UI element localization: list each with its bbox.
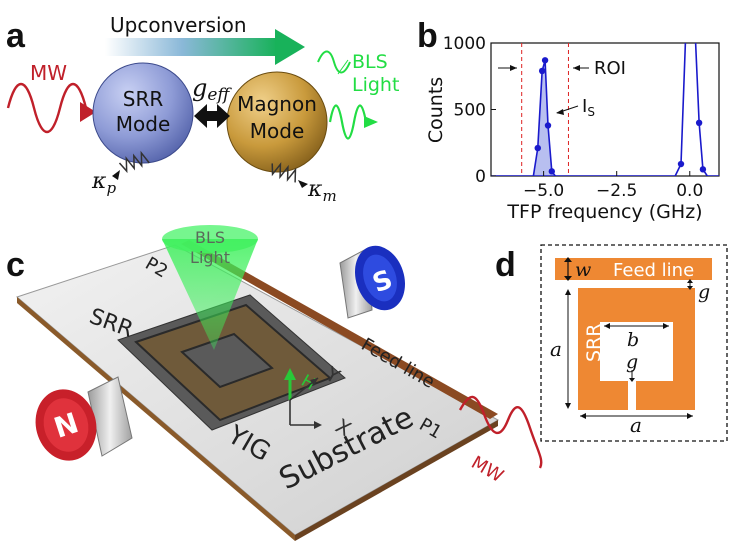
y-axis-label: Counts: [425, 77, 447, 143]
schematic-feed-line-label: Feed line: [613, 260, 694, 281]
panel-label-a: a: [6, 17, 26, 55]
kappa-p-squiggle: [118, 150, 150, 174]
kappa-m-label: κm: [307, 177, 337, 205]
y-tick-label-0: 0: [475, 167, 486, 187]
g-gap-label: g: [626, 351, 638, 373]
series-0-point-2: [541, 57, 549, 64]
schematic-srr-label: SRR: [583, 324, 605, 362]
x-tick-label-2: 0.0: [676, 181, 703, 201]
bls-label-line2: Light: [352, 74, 399, 96]
series-0-point-1: [538, 67, 546, 75]
schematic-srr: [578, 288, 695, 410]
series-2-line: [694, 43, 719, 176]
panel-d: d Feed line w SRR g b g a: [495, 244, 728, 442]
magnet-north: N: [35, 376, 133, 461]
schematic-feed-line: [555, 258, 712, 280]
roi-label: ROI: [594, 58, 626, 79]
x-tick-label-1: −2.5: [596, 181, 637, 201]
kappa-p-label: κp: [91, 169, 116, 197]
is-label: IS: [582, 96, 595, 119]
bls-wave-top: [317, 50, 351, 74]
mw-wave-c: [458, 395, 543, 469]
bls-arrow-head: [364, 116, 378, 128]
magnon-mode-line1: Magnon: [237, 92, 317, 116]
magnon-mode-sphere: [226, 71, 328, 173]
w-label: w: [575, 259, 591, 281]
bls-cone-label-line1: BLS: [195, 228, 225, 247]
x-tick-label-0: −5.0: [523, 181, 564, 201]
bls-wave-right: [328, 104, 368, 140]
panel-a: a Upconversion MW SRR Mode Magnon Mode g…: [6, 13, 399, 205]
mw-arrow-head: [80, 102, 96, 122]
g-top-label: g: [698, 281, 710, 303]
coupling-double-arrow: [194, 104, 230, 128]
srr-mode-line1: SRR: [123, 87, 164, 111]
a-bottom-label: a: [630, 413, 642, 437]
panel-label-b: b: [417, 17, 438, 55]
y-tick-label-2: 1000: [443, 34, 486, 54]
mw-wave: [6, 83, 88, 133]
upconversion-arrow-body: [105, 38, 277, 56]
substrate-edge-front: [17, 297, 295, 541]
bls-label-line1: BLS: [352, 51, 388, 73]
tfp-spectrum-chart: TFP frequency (GHz) Counts ROI IS −5.0 −2…: [425, 34, 720, 223]
magnon-mode-line2: Mode: [250, 119, 305, 143]
a-left-label: a: [550, 337, 562, 361]
series-2-point-1: [699, 166, 707, 173]
y-tick-label-1: 500: [454, 101, 486, 121]
panel-label-d: d: [495, 246, 516, 284]
series-1-point-0: [677, 160, 685, 168]
schematic-frame: [540, 244, 728, 442]
b-label: b: [627, 329, 639, 351]
mw-label: MW: [30, 61, 67, 85]
panel-c: c BLS Light S N H: [6, 225, 543, 541]
bls-cone: [162, 239, 258, 350]
series-1-line: [491, 43, 687, 176]
substrate-edge-side: [295, 420, 498, 541]
magnet-south: S: [339, 245, 405, 319]
mw-label-c: MW: [468, 452, 508, 487]
upconversion-label: Upconversion: [110, 13, 247, 37]
feed-line-strip: [181, 240, 498, 419]
kappa-m-squiggle: [271, 162, 297, 183]
series-0-point-4: [548, 168, 555, 175]
x-axis-label: TFP frequency (GHz): [506, 201, 702, 223]
srr-mode-sphere: [92, 62, 194, 164]
upconversion-arrow-head: [275, 29, 305, 65]
coupling-label: geff: [192, 74, 232, 105]
panel-b: b TFP frequency (GHz) Counts ROI IS −5.0…: [417, 17, 720, 223]
panel-label-c: c: [6, 246, 25, 284]
series-2-point-0: [695, 119, 703, 127]
series-0-point-3: [544, 122, 552, 129]
srr-mode-line2: Mode: [116, 112, 171, 136]
series-0-point-0: [534, 144, 541, 152]
bls-cone-label-line2: Light: [190, 248, 230, 267]
